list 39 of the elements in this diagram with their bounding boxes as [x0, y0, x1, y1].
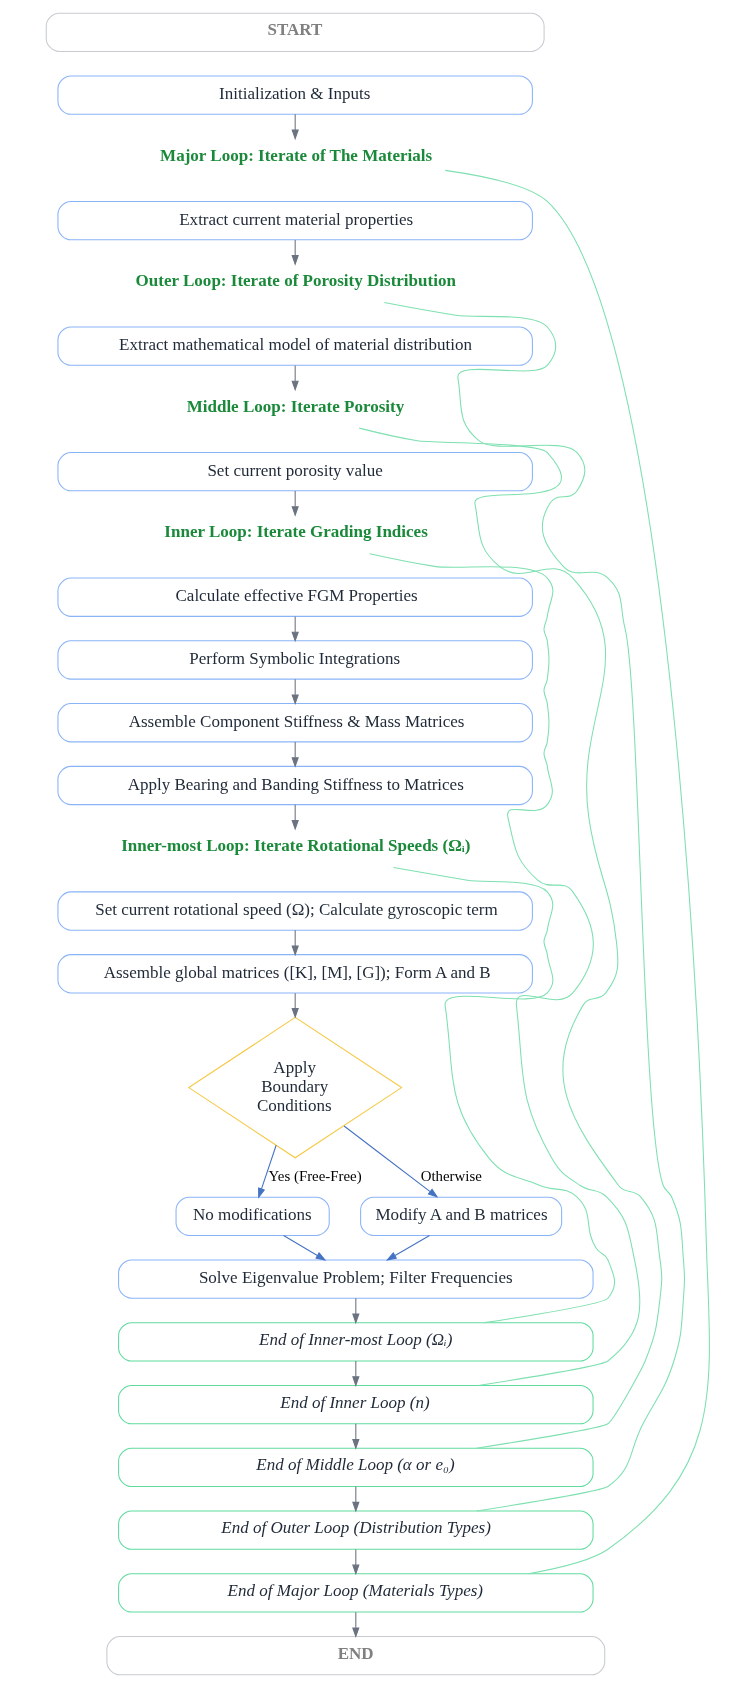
connector: [393, 866, 616, 1324]
node-box: Perform Symbolic Integrations: [57, 640, 533, 680]
connector: [369, 553, 641, 1386]
arrow: [291, 615, 299, 643]
node-box: No modifications: [175, 1196, 330, 1236]
connector: [383, 302, 685, 1512]
node-box: End of Middle Loop (α or e₀): [118, 1447, 594, 1488]
node-text: Outer Loop: Iterate of Porosity Distribution: [135, 271, 456, 291]
node-text: Middle Loop: Iterate Porosity: [186, 396, 405, 416]
edge-label: Otherwise: [420, 1168, 482, 1185]
node-box: Extract mathematical model of material distribution: [57, 326, 533, 366]
node-text: Inner Loop: Iterate Grading Indices: [164, 522, 428, 542]
node-box: Modify A and B matrices: [360, 1196, 563, 1236]
node-box: Assemble Component Stiffness & Mass Matrices: [57, 703, 533, 743]
node-box: Initialization & Inputs: [57, 75, 533, 115]
node-text: Inner-most Loop: Iterate Rotational Speeds (Ωᵢ): [121, 836, 471, 856]
node-box: End of Inner-most Loop (Ωᵢ): [118, 1322, 594, 1362]
arrow: [258, 1144, 277, 1199]
node-box: START: [45, 12, 545, 52]
node-box: Extract current material properties: [57, 200, 533, 241]
arrow: [283, 1235, 327, 1261]
node-box: Apply Bearing and Banding Stiffness to Matrices: [57, 765, 533, 806]
node-box: End of Major Loop (Materials Types): [118, 1573, 594, 1613]
arrow: [343, 1125, 439, 1198]
connector: [358, 427, 663, 1449]
node-box: Calculate effective FGM Properties: [57, 577, 533, 617]
node-text: Major Loop: Iterate of The Materials: [160, 145, 433, 165]
arrow: [291, 992, 299, 1019]
arrow: [291, 364, 299, 392]
node-box: Assemble global matrices ([K], [M], [G]); Form A and B: [57, 954, 533, 994]
arrow: [386, 1235, 431, 1261]
node-box: Solve Eigenvalue Problem; Filter Frequencies: [118, 1259, 594, 1299]
node-box: End of Outer Loop (Distribution Types): [118, 1510, 594, 1550]
node-diamond: Apply Boundary Conditions: [187, 1016, 403, 1159]
node-box: End of Inner Loop (n): [118, 1384, 594, 1425]
node-box: Set current porosity value: [57, 452, 533, 492]
edge-label: Yes (Free-Free): [268, 1168, 362, 1185]
node-box: END: [106, 1636, 606, 1676]
node-box: Set current rotational speed (Ω); Calculate gyroscopic term: [57, 891, 533, 931]
